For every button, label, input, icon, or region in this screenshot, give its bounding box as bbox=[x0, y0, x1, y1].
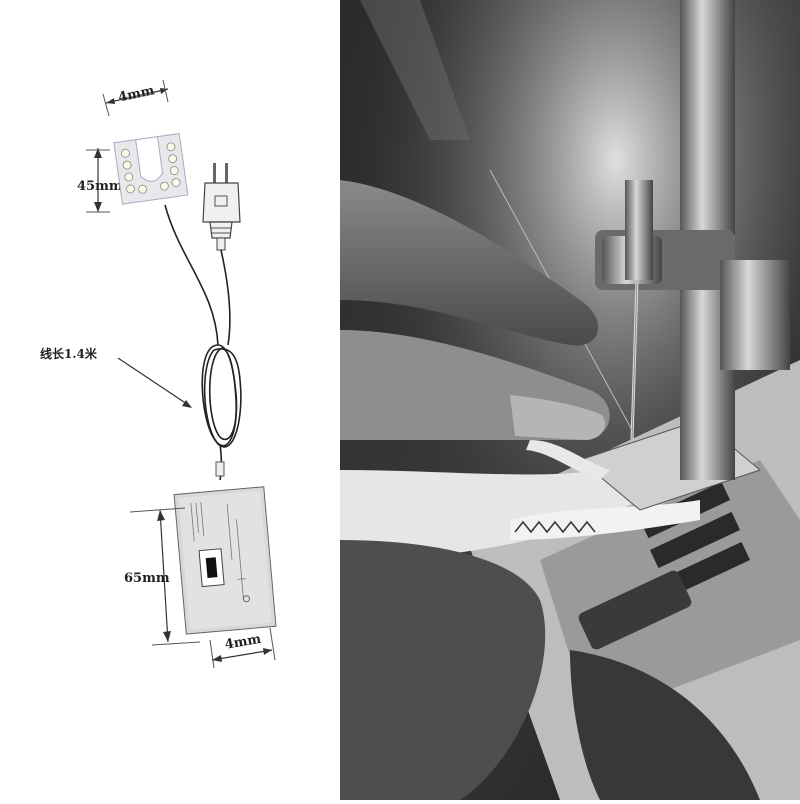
box-width-dimension: 4mm bbox=[209, 627, 276, 669]
needle-assembly bbox=[489, 0, 790, 480]
power-cable bbox=[164, 204, 242, 481]
box-height-dimension: 65mm bbox=[124, 507, 201, 646]
box-height-label: 65mm bbox=[124, 571, 170, 586]
cable-length-annotation: 线长1.4米 bbox=[40, 346, 192, 408]
led-lamp-head bbox=[113, 133, 189, 205]
product-diagram-panel: 4mm 45mm bbox=[0, 0, 340, 800]
lamp-width-dimension: 4mm bbox=[102, 79, 169, 117]
lower-hand bbox=[340, 540, 760, 800]
photo-svg bbox=[340, 0, 800, 800]
left-hand bbox=[340, 180, 610, 440]
sewing-machine-photo bbox=[340, 0, 800, 800]
box-width-label: 4mm bbox=[224, 632, 263, 653]
diagram-svg: 4mm 45mm bbox=[40, 79, 277, 669]
switch-box bbox=[173, 486, 277, 635]
cable-length-label: 线长1.4米 bbox=[40, 346, 98, 361]
cable-strain-relief bbox=[215, 461, 225, 477]
lamp-height-label: 45mm bbox=[77, 179, 123, 194]
power-plug bbox=[202, 163, 241, 251]
fabric bbox=[340, 470, 700, 560]
lamp-width-label: 4mm bbox=[117, 83, 156, 105]
lamp-height-dimension: 45mm bbox=[77, 148, 123, 213]
